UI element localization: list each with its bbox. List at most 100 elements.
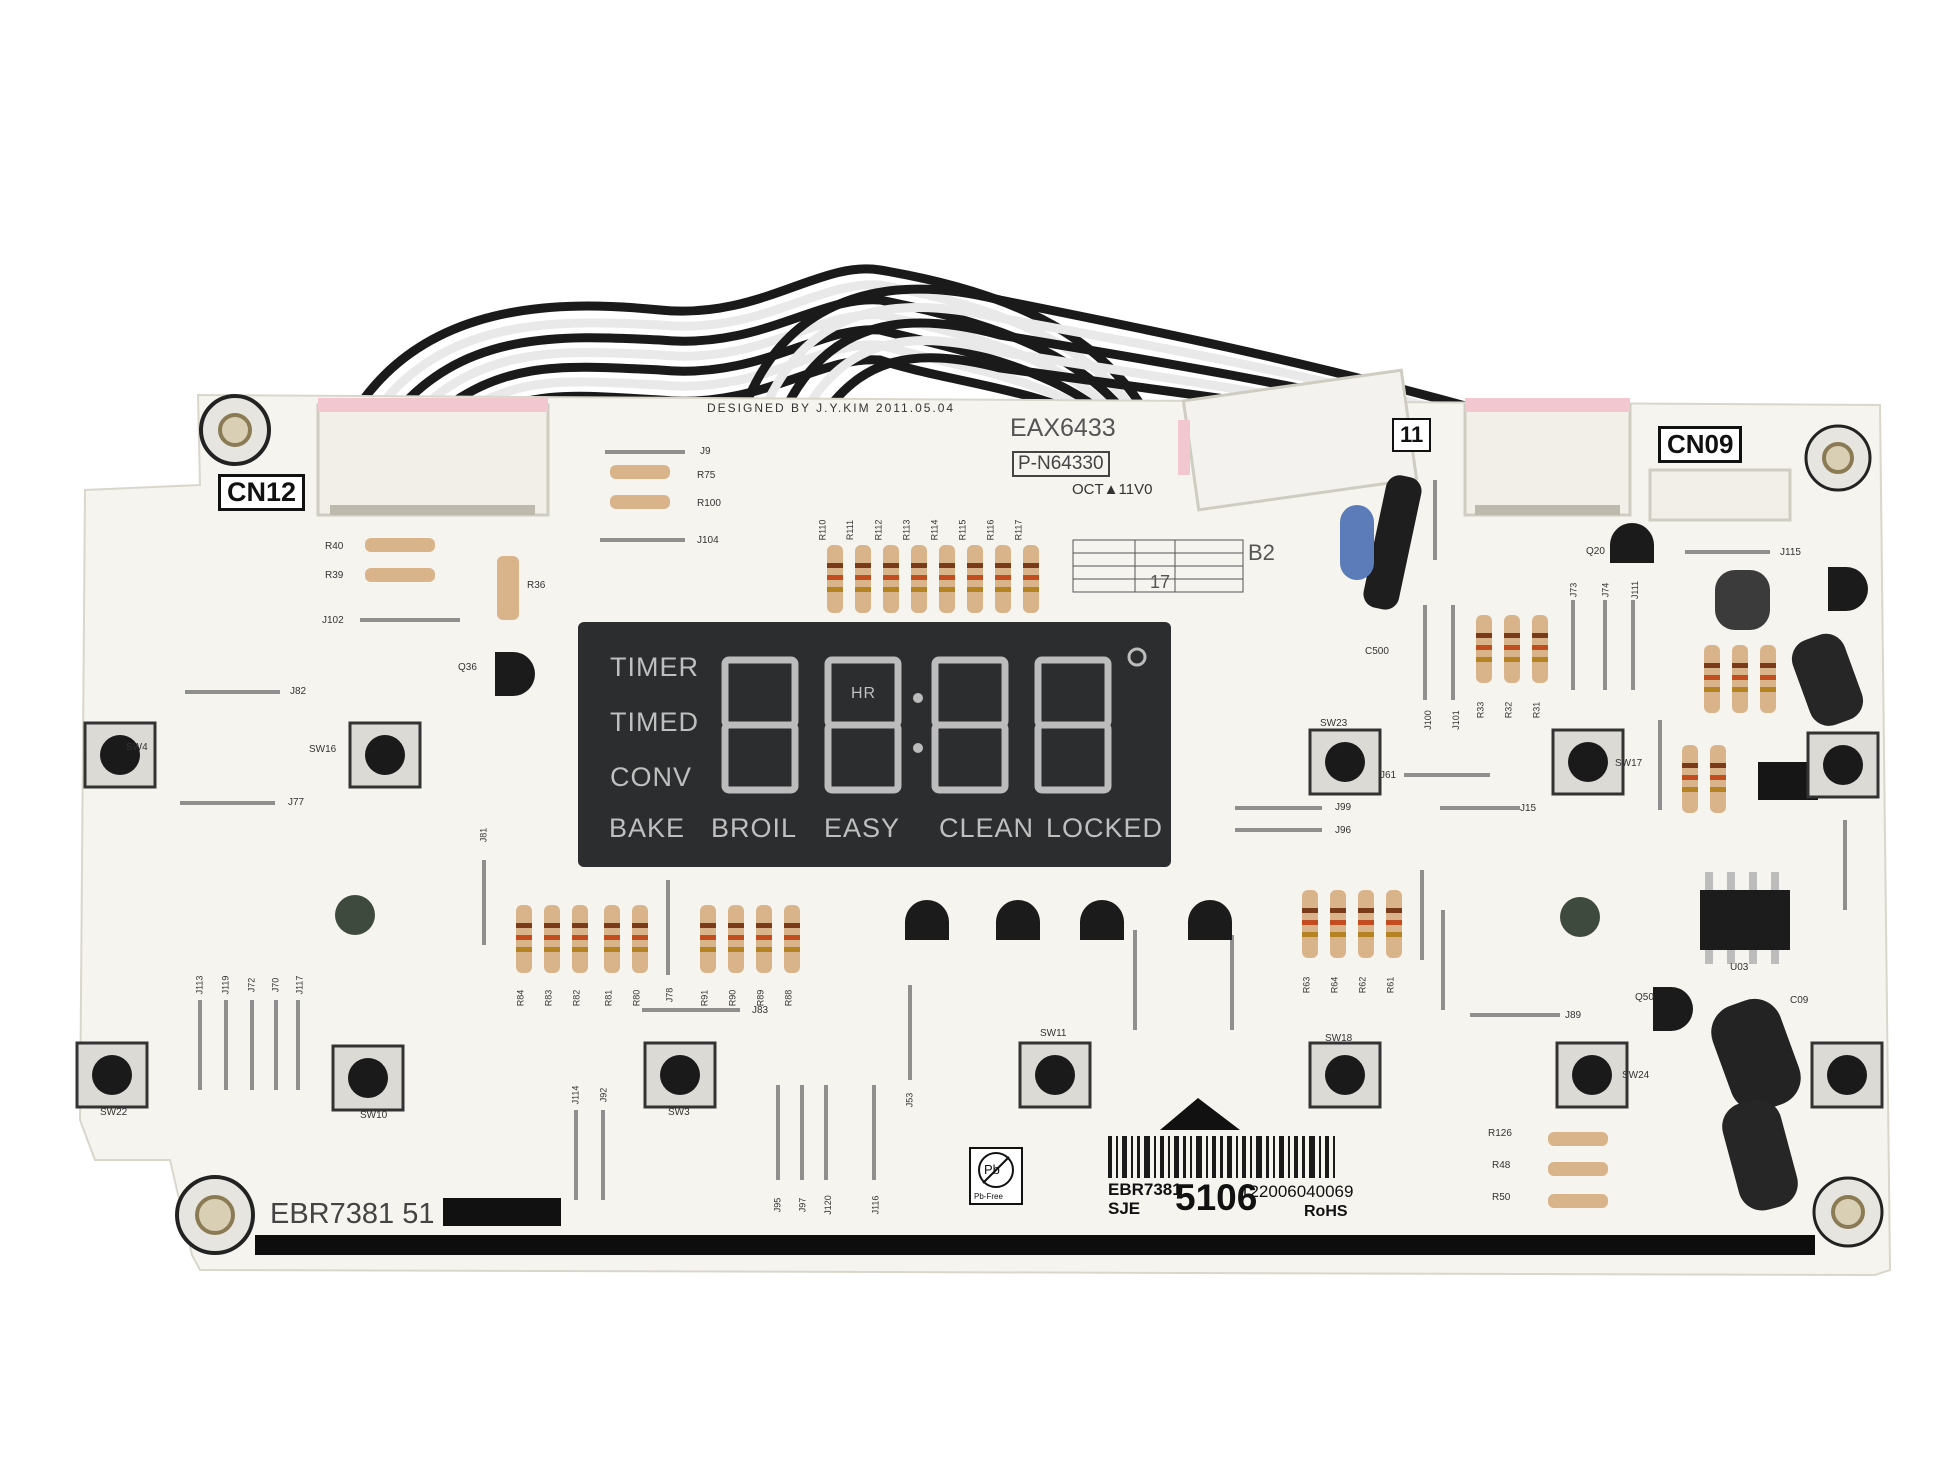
resistor-array-top [827, 545, 1039, 613]
jumper-label-j89: J89 [1565, 1010, 1582, 1021]
jumper-label-j9: J9 [700, 446, 711, 457]
jumper-label-j97: J97 [797, 1197, 808, 1213]
grid-number: 17 [1150, 572, 1171, 592]
resistor-label-r33: R33 [1475, 701, 1486, 719]
jumper-label-j116: J116 [870, 1195, 881, 1215]
jumper-label-j100: J100 [1422, 710, 1433, 730]
resistor-label-r80: R80 [631, 989, 642, 1007]
connector-label-cn11: 11 [1392, 418, 1432, 452]
switch-label-sw4: SW4 [126, 742, 148, 753]
pb-free-logo [969, 1147, 1023, 1205]
part-number-top: EAX6433 [1010, 414, 1116, 442]
jumper-label-j15: J15 [1520, 803, 1537, 814]
resistor-label-r82: R82 [571, 989, 582, 1007]
silkscreen-grid [1072, 539, 1244, 593]
connector-cn09 [1463, 398, 1792, 522]
resistor-label-r90: R90 [727, 989, 738, 1007]
resistor-label-r61: R61 [1385, 976, 1396, 994]
switch-label-sw24: SW24 [1622, 1070, 1650, 1081]
transistor-label-q20: Q20 [1586, 546, 1605, 557]
resistor-label-r100: R100 [697, 498, 721, 509]
transistors [495, 523, 1868, 1031]
tactile-switches [75, 721, 1884, 1112]
switch-label-sw18: SW18 [1325, 1033, 1353, 1044]
switch-label-sw17: SW17 [1615, 758, 1643, 769]
jumper-label-j77: J77 [288, 797, 305, 808]
switch-label-sw11: SW11 [1040, 1028, 1067, 1039]
resistor-label-r48: R48 [1492, 1160, 1511, 1171]
bottom-stripe [255, 1235, 1815, 1255]
resistor-label-r31: R31 [1531, 701, 1542, 719]
transistor-label-q50: Q50 [1635, 992, 1654, 1003]
resistor-label-r126: R126 [1488, 1128, 1512, 1139]
jumper-label-j81: J81 [478, 827, 489, 843]
black-triangle-mark [1160, 1098, 1240, 1130]
resistor-label-r39: R39 [325, 570, 344, 581]
resistor-label-r111: R111 [845, 519, 856, 541]
jumper-label-j74: J74 [1600, 582, 1611, 598]
resistor-label-r88: R88 [783, 989, 794, 1007]
resistor-label-r62: R62 [1357, 976, 1368, 994]
resistor-label-r113: R113 [901, 519, 912, 541]
barcode-code-left-2: SJE [1108, 1199, 1141, 1218]
jumper-label-j83: J83 [752, 1005, 769, 1016]
display-label-clean: CLEAN [939, 813, 1035, 843]
jumper-label-j70: J70 [270, 977, 281, 993]
part-number-bottom: EBR7381 51 [270, 1198, 435, 1230]
jumper-label-j119: J119 [220, 975, 231, 995]
jumper-label-j117: J117 [294, 975, 305, 995]
date-code: OCT▲11V0 [1072, 481, 1153, 498]
resistor-label-r117: R117 [1013, 519, 1024, 541]
resistor-label-r89: R89 [755, 989, 766, 1007]
cap-label-c500: C500 [1365, 646, 1389, 657]
jumper-label-j115: J115 [1780, 547, 1801, 558]
mounting-holes [175, 394, 1884, 1255]
jumper-label-j102: J102 [322, 615, 344, 626]
resistor-array-bottom-left [516, 905, 800, 973]
capacitors [1340, 475, 1864, 1211]
resistor-label-r50: R50 [1492, 1192, 1511, 1203]
display-label-hr: HR [851, 685, 877, 702]
display-label-timed: TIMED [610, 707, 699, 737]
jumper-wires [180, 450, 1847, 1200]
connector-cn12 [316, 398, 550, 517]
code-b2: B2 [1248, 540, 1275, 565]
jumper-label-j78: J78 [664, 987, 675, 1003]
switch-label-sw10: SW10 [360, 1110, 388, 1121]
resistor-label-r81: R81 [603, 989, 614, 1007]
transistor-label-q36: Q36 [458, 662, 477, 673]
resistor-array-bottom-mid [1302, 890, 1402, 958]
switch-label-sw16: SW16 [309, 744, 337, 755]
cap-label-c09: C09 [1790, 995, 1809, 1006]
jumper-label-j73: J73 [1568, 582, 1579, 598]
barcode-rohs: RoHS [1304, 1203, 1348, 1220]
display-indicator-dot [1127, 647, 1147, 667]
resistor-label-r115: R115 [957, 519, 968, 541]
resistor-label-r75: R75 [697, 470, 716, 481]
resistor-label-r91: R91 [699, 989, 710, 1007]
jumper-label-j92: J92 [598, 1087, 609, 1103]
pb-free-small: Pb-Free [974, 1192, 1003, 1201]
resistor-label-r36: R36 [527, 580, 546, 591]
switch-label-sw3: SW3 [668, 1107, 690, 1118]
jumper-label-j72: J72 [246, 977, 257, 993]
connector-label-cn09: CN09 [1658, 426, 1743, 463]
display-label-locked: LOCKED [1046, 813, 1164, 843]
resistor-label-r64: R64 [1329, 976, 1340, 994]
barcode-bars [1108, 1136, 1335, 1178]
resistor-label-r32: R32 [1503, 701, 1514, 719]
barcode-serial: 122006040069 [1240, 1182, 1354, 1201]
resistor-label-r110: R110 [817, 519, 828, 541]
resistor-label-r116: R116 [985, 519, 996, 541]
black-label-strip [443, 1198, 561, 1226]
switch-label-sw22: SW22 [100, 1107, 128, 1118]
display-label-easy: EASY [824, 813, 901, 843]
jumper-label-j82: J82 [290, 686, 307, 697]
colon-dot-bottom [913, 743, 923, 753]
barcode-code-big: 5106 [1175, 1177, 1258, 1218]
designer-note: DESIGNED BY J.Y.KIM 2011.05.04 [707, 401, 956, 415]
part-number-top-2: P-N64330 [1012, 451, 1110, 477]
jumper-label-j53: J53 [904, 1092, 915, 1108]
